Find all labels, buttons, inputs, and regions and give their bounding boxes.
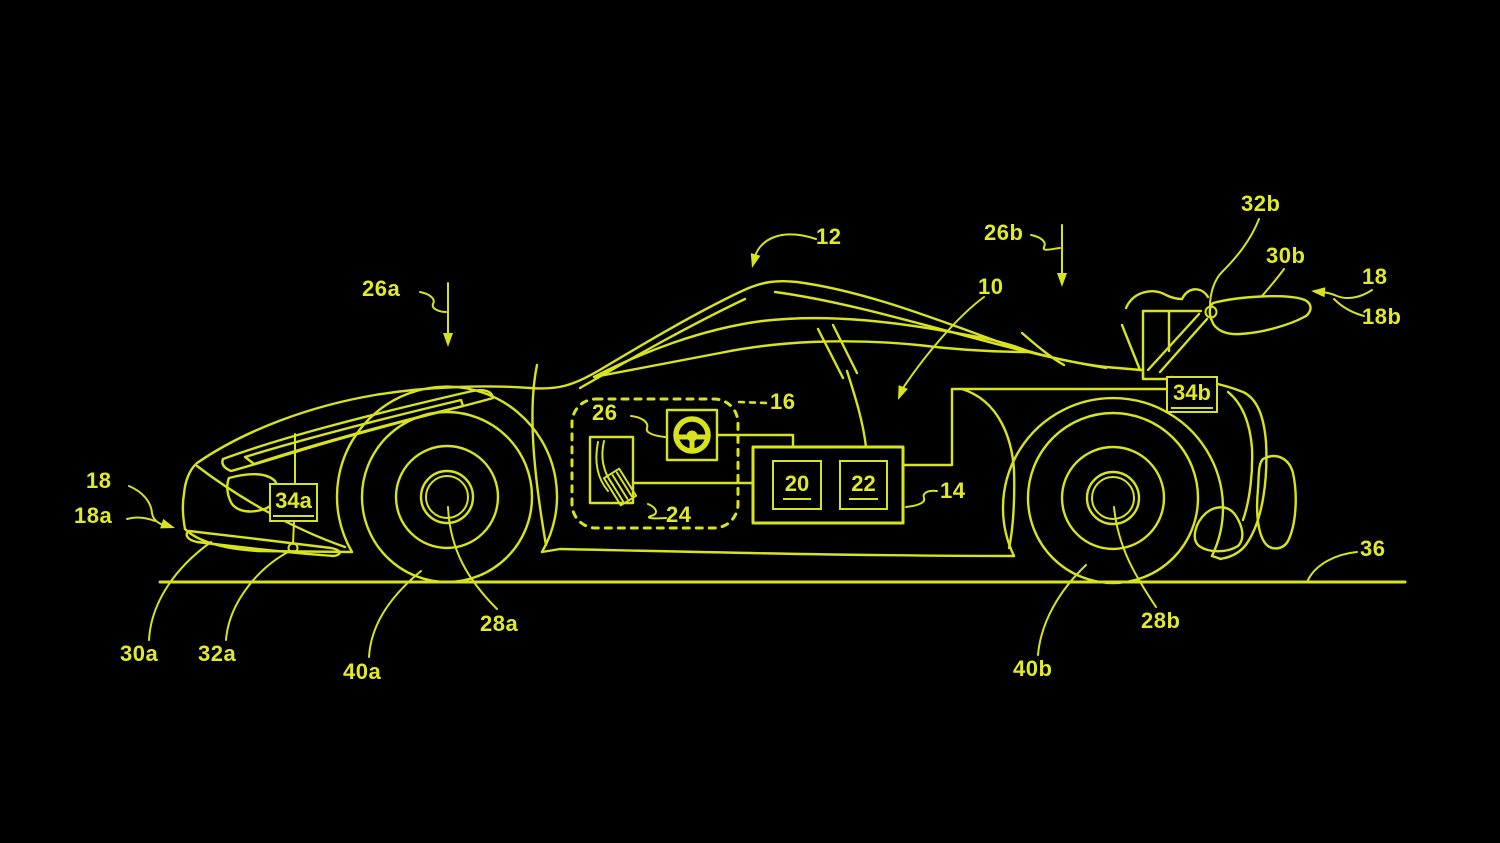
ref-label-14: 14	[940, 478, 966, 503]
ref-label-26b: 26b	[984, 220, 1024, 245]
leader-30a	[148, 541, 212, 641]
arrow-18-front-head	[160, 518, 175, 529]
leader-40b	[1037, 564, 1087, 656]
leader-18a	[126, 516, 156, 522]
leader-28b	[1113, 506, 1157, 608]
arrow-10-line	[900, 296, 985, 392]
controller-box-14	[751, 445, 905, 525]
arrow-26b-head	[1057, 273, 1067, 287]
ref-label-18-rear: 18	[1362, 264, 1388, 289]
arrow-18-front-line	[128, 485, 167, 527]
rear-wing-pivot	[1204, 305, 1218, 319]
rear-wing	[1124, 288, 1312, 336]
ref-label-30b: 30b	[1266, 243, 1306, 268]
wire-controller-to-rear-actuator	[901, 387, 1169, 467]
leader-36	[1307, 551, 1358, 581]
ref-label-18b: 18b	[1362, 304, 1402, 329]
ref-label-28a: 28a	[480, 611, 519, 636]
ref-label-32b: 32b	[1241, 191, 1281, 216]
arrow-18-rear-line	[1319, 289, 1373, 299]
ref-label-20: 20	[782, 471, 812, 500]
leader-28a	[447, 506, 498, 610]
leader-24	[647, 503, 667, 520]
front-splitter	[185, 433, 341, 558]
ref-label-36: 36	[1360, 536, 1386, 561]
ref-box-22: 22	[839, 460, 888, 510]
ref-label-32a: 32a	[198, 641, 237, 666]
ref-label-12: 12	[816, 224, 842, 249]
ref-box-34a: 34a	[269, 483, 318, 522]
wing-pylon	[1141, 309, 1209, 381]
leader-lines	[126, 218, 1365, 658]
ref-label-40a: 40a	[343, 659, 382, 684]
arrow-18-rear-head	[1311, 287, 1326, 298]
pedal-icon	[588, 435, 638, 507]
control-wiring	[631, 387, 1169, 485]
front-wheel	[360, 410, 534, 584]
arrow-12-line	[753, 233, 817, 260]
leader-32a	[225, 550, 291, 641]
ref-label-40b: 40b	[1013, 656, 1053, 681]
arrow-10-head	[898, 385, 908, 400]
ref-label-30a: 30a	[120, 641, 159, 666]
headlight	[221, 389, 495, 473]
arrow-12-head	[750, 253, 761, 268]
leader-16	[737, 400, 769, 405]
side-window	[592, 316, 1032, 380]
car-silhouette	[181, 279, 1268, 561]
ref-label-24: 24	[666, 502, 692, 527]
ref-label-26a: 26a	[362, 276, 401, 301]
leader-18b	[1333, 298, 1365, 317]
ref-label-34b: 34b	[1171, 380, 1213, 409]
ref-label-10: 10	[978, 274, 1004, 299]
ref-box-20: 20	[772, 460, 822, 510]
leader-30b	[1261, 268, 1285, 297]
ref-label-18a: 18a	[74, 503, 113, 528]
ref-label-16: 16	[770, 389, 796, 414]
steering-wheel-icon	[665, 408, 719, 462]
front-bumper-vent	[226, 473, 279, 513]
arrow-26a-squiggle	[419, 291, 447, 313]
dashed-enclosure-16	[570, 397, 769, 530]
leader-40a	[368, 570, 422, 658]
ref-label-22: 22	[849, 471, 878, 500]
leader-26	[630, 415, 666, 438]
rear-diffuser	[1193, 454, 1297, 553]
wire-steering-to-controller	[715, 433, 795, 449]
ref-label-28b: 28b	[1141, 608, 1181, 633]
ref-label-26: 26	[592, 400, 618, 425]
arrows	[128, 224, 1373, 529]
leader-32b	[1209, 218, 1260, 307]
leader-14	[905, 489, 938, 508]
arrow-26b-squiggle	[1030, 234, 1061, 251]
arrow-26a-head	[443, 333, 453, 347]
ref-label-18-front: 18	[86, 468, 112, 493]
ref-box-34b: 34b	[1166, 376, 1218, 413]
rear-wheel	[1026, 411, 1200, 585]
ref-label-34a: 34a	[273, 488, 314, 517]
